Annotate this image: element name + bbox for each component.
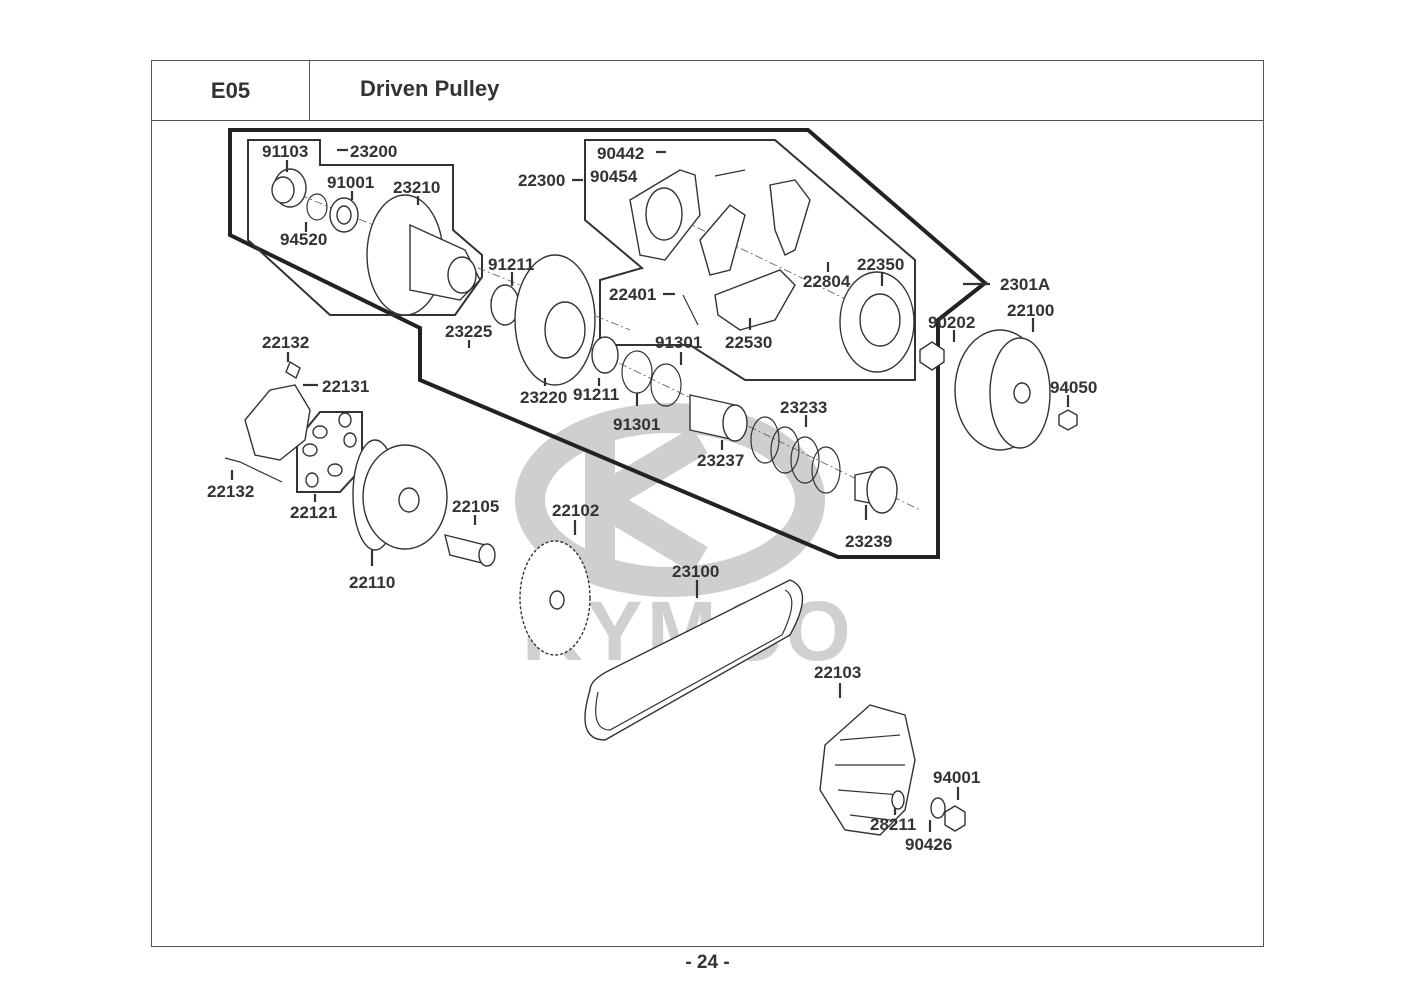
part-90426-washer (930, 797, 946, 819)
part-label-23225: 23225 (445, 322, 492, 341)
part-23239-collar (854, 466, 898, 514)
part-label-91001: 91001 (327, 173, 374, 192)
watermark-logo-k (585, 427, 708, 573)
part-22300-clutch-plate (629, 169, 701, 261)
leader-lines (230, 148, 1070, 832)
part-91301-o-ring-b (650, 363, 682, 407)
part-28211-washer (891, 790, 905, 810)
part-94050-nut (1058, 409, 1078, 431)
part-label-23233: 23233 (780, 398, 827, 417)
watermark-logo-ring (515, 403, 825, 597)
part-23237-spring-seat (689, 394, 748, 442)
part-label-94520: 94520 (280, 230, 327, 249)
part-label-22131: 22131 (322, 377, 369, 396)
part-22132-slide-piece-b (224, 457, 283, 483)
part-label-22103: 22103 (814, 663, 861, 682)
part-94520-circlip (306, 193, 328, 221)
part-22121-weight-rollers (302, 412, 357, 488)
part-91001-ball-bearing (329, 197, 359, 233)
page-title: Driven Pulley (360, 76, 500, 101)
group-outline-22300 (584, 139, 916, 381)
part-22102-drive-face (519, 540, 591, 656)
part-label-28211: 28211 (870, 815, 916, 834)
part-clutch-weight-b (769, 179, 811, 256)
part-label-90442: 90442 (597, 144, 644, 163)
page-number: - 24 - (685, 952, 730, 973)
part-label-22121: 22121 (290, 503, 337, 522)
part-label-90202: 90202 (928, 313, 975, 332)
part-22100-clutch-outer (954, 329, 1051, 451)
part-22110-movable-drive-face (352, 439, 448, 551)
part-23233-driven-spring (750, 416, 841, 494)
part-23100-v-belt (584, 579, 804, 741)
part-label-23210: 23210 (393, 178, 440, 197)
part-22530-clutch-shoe (714, 269, 796, 331)
part-22105-collar (444, 534, 496, 567)
part-label-94050: 94050 (1050, 378, 1097, 397)
part-clutch-spring (714, 169, 746, 177)
part-label-22132-a: 22132 (262, 333, 309, 352)
part-label-22530: 22530 (725, 333, 772, 352)
part-22103-fan (819, 704, 916, 836)
part-label-23100: 23100 (672, 562, 719, 581)
part-label-22105: 22105 (452, 497, 499, 516)
part-clutch-weight-a (699, 204, 746, 276)
part-label-23220: 23220 (520, 388, 567, 407)
part-label-22401: 22401 (609, 285, 656, 304)
part-label-94001: 94001 (933, 768, 980, 787)
header-divider (151, 120, 1264, 121)
part-label-23237: 23237 (697, 451, 744, 470)
part-label-22110: 22110 (349, 573, 395, 592)
part-22132-slide-piece (285, 360, 301, 380)
part-label-22102: 22102 (552, 501, 599, 520)
part-label-91301-a: 91301 (655, 333, 702, 352)
part-label-22350: 22350 (857, 255, 904, 274)
part-22350-drive-plate (839, 271, 915, 373)
part-label-91211-a: 91211 (488, 255, 534, 274)
group-outline-2301A (228, 128, 989, 559)
part-90202-nut (919, 341, 945, 371)
part-label-22804: 22804 (803, 272, 851, 291)
part-23210-fixed-driven-face (366, 194, 481, 316)
group-outline-23200 (247, 139, 483, 316)
part-label-91301-b: 91301 (613, 415, 660, 434)
part-label-23200: 23200 (350, 142, 397, 161)
part-label-90426: 90426 (905, 835, 952, 854)
part-label-91211-b: 91211 (573, 385, 619, 404)
part-label-23239: 23239 (845, 532, 892, 551)
part-label-22132-b: 22132 (207, 482, 254, 501)
part-94001-nut (944, 805, 966, 832)
part-23220-movable-driven-face (514, 254, 596, 386)
part-label-22300: 22300 (518, 171, 565, 190)
part-label-90454: 90454 (590, 167, 638, 186)
diagram-frame (151, 60, 1264, 947)
part-label-91103: 91103 (262, 142, 308, 161)
part-label-2301A: 2301A (1000, 275, 1050, 294)
part-91211-oil-seal-b (591, 336, 619, 374)
part-22131-ramp-plate (244, 384, 311, 461)
part-91103-needle-bearing (271, 168, 307, 208)
part-label-22100: 22100 (1007, 301, 1054, 320)
part-22401-spring (682, 294, 699, 326)
